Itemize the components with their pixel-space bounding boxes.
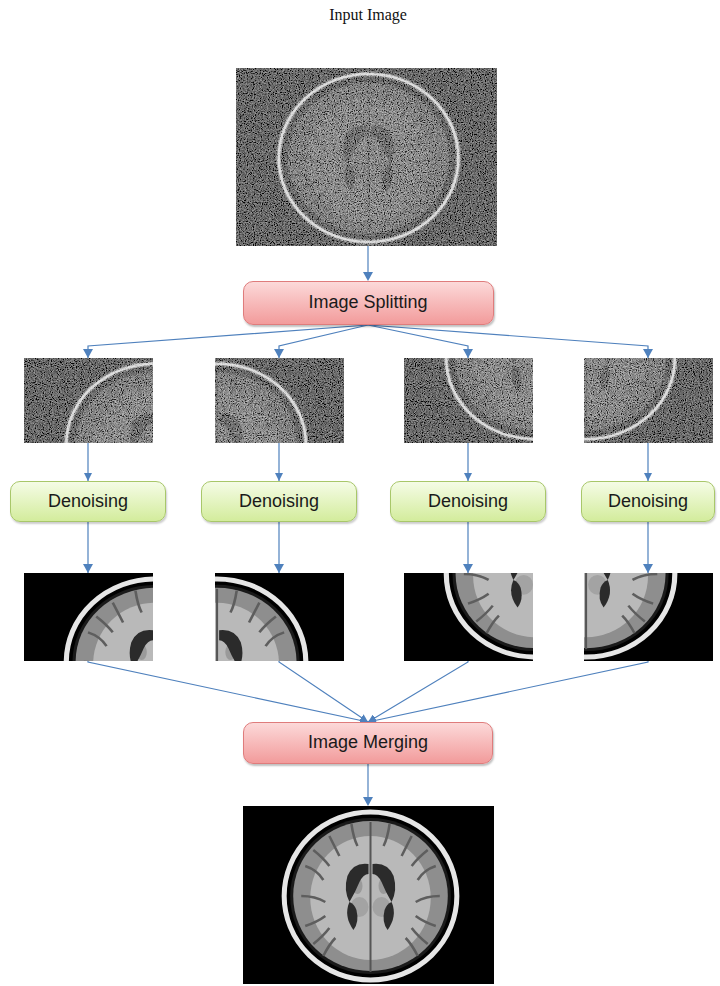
process-box: Denoising [10,481,166,522]
arrow-heads [83,349,653,358]
process-box: Denoising [201,481,357,522]
noisy-tile [455,273,713,443]
box-label: Image Splitting [308,292,427,314]
box-label: Denoising [48,491,128,513]
process-box: Denoising [581,481,715,522]
process-box: Image Splitting [243,281,494,325]
flow-arrow [367,764,368,798]
input-image [236,68,497,246]
output-image [243,806,494,984]
flow-arrow [367,246,368,273]
arrow-heads [83,564,653,573]
process-box: Denoising [390,481,546,522]
arrow-head [363,797,373,806]
box-label: Denoising [428,491,508,513]
box-label: Image Merging [308,732,428,754]
box-label: Denoising [608,491,688,513]
arrow-head [363,272,373,281]
diagram-title: Input Image [168,6,568,24]
box-label: Denoising [239,491,319,513]
process-box: Image Merging [243,722,493,764]
